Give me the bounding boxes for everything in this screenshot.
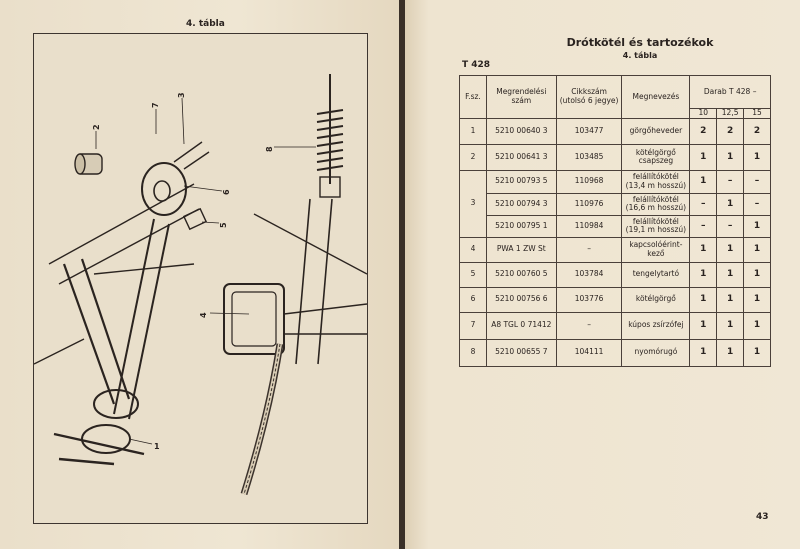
col-name: Megnevezés bbox=[621, 75, 691, 119]
lower-axle bbox=[53, 432, 145, 456]
col-q15: 15 bbox=[743, 108, 771, 119]
strut-left bbox=[62, 263, 116, 405]
lower-pulley bbox=[93, 389, 139, 419]
pulley-strap bbox=[173, 141, 203, 163]
compression-spring bbox=[316, 109, 344, 171]
callout-3: 3 bbox=[177, 92, 186, 98]
frame-bar bbox=[34, 338, 85, 365]
col-q10: 10 bbox=[689, 108, 718, 119]
spring-base bbox=[319, 176, 341, 198]
callout-4: 4 bbox=[199, 312, 208, 318]
col-order-no: Megrendelési szám bbox=[485, 75, 557, 119]
page-title: Drótkötél és tartozékok bbox=[566, 36, 714, 49]
boom-arm-lower bbox=[58, 208, 200, 285]
col-qty: Darab T 428 – bbox=[689, 75, 771, 109]
technical-drawing: 1 2 3 4 5 6 7 8 bbox=[33, 33, 368, 524]
guide-rail bbox=[295, 198, 311, 365]
left-page: 4. tábla bbox=[0, 0, 399, 549]
frame-bar-2 bbox=[93, 263, 195, 275]
callout-1: 1 bbox=[154, 442, 160, 451]
col-item-no: Cikkszám (utolsó 6 jegye) bbox=[555, 75, 623, 119]
pulley-hub bbox=[153, 180, 171, 202]
pulley-outer bbox=[141, 162, 187, 216]
axle-bracket bbox=[182, 207, 208, 231]
page-subtitle: 4. tábla bbox=[622, 51, 658, 60]
boom-arm-upper bbox=[48, 183, 195, 265]
parts-table: F.sz. Megrendelési szám Cikkszám (utolsó… bbox=[459, 75, 771, 367]
diagonal-strut bbox=[113, 218, 155, 415]
page-number: 43 bbox=[756, 512, 769, 522]
pulley-strap-2 bbox=[183, 151, 210, 170]
col-q125: 12,5 bbox=[716, 108, 745, 119]
callout-5: 5 bbox=[219, 222, 228, 228]
callout-8: 8 bbox=[265, 146, 274, 152]
book-gutter bbox=[399, 0, 405, 549]
col-fsz: F.sz. bbox=[459, 75, 487, 119]
switch-housing bbox=[223, 283, 285, 355]
callout-2: 2 bbox=[92, 124, 101, 130]
model-label: T 428 bbox=[462, 60, 491, 70]
diagonal-strut-2 bbox=[128, 223, 170, 420]
callout-7: 7 bbox=[151, 102, 160, 108]
drawing-illustration: 1 2 3 4 5 6 7 8 bbox=[34, 74, 367, 496]
callout-6: 6 bbox=[222, 189, 231, 195]
figure-heading: 4. tábla bbox=[186, 19, 225, 29]
